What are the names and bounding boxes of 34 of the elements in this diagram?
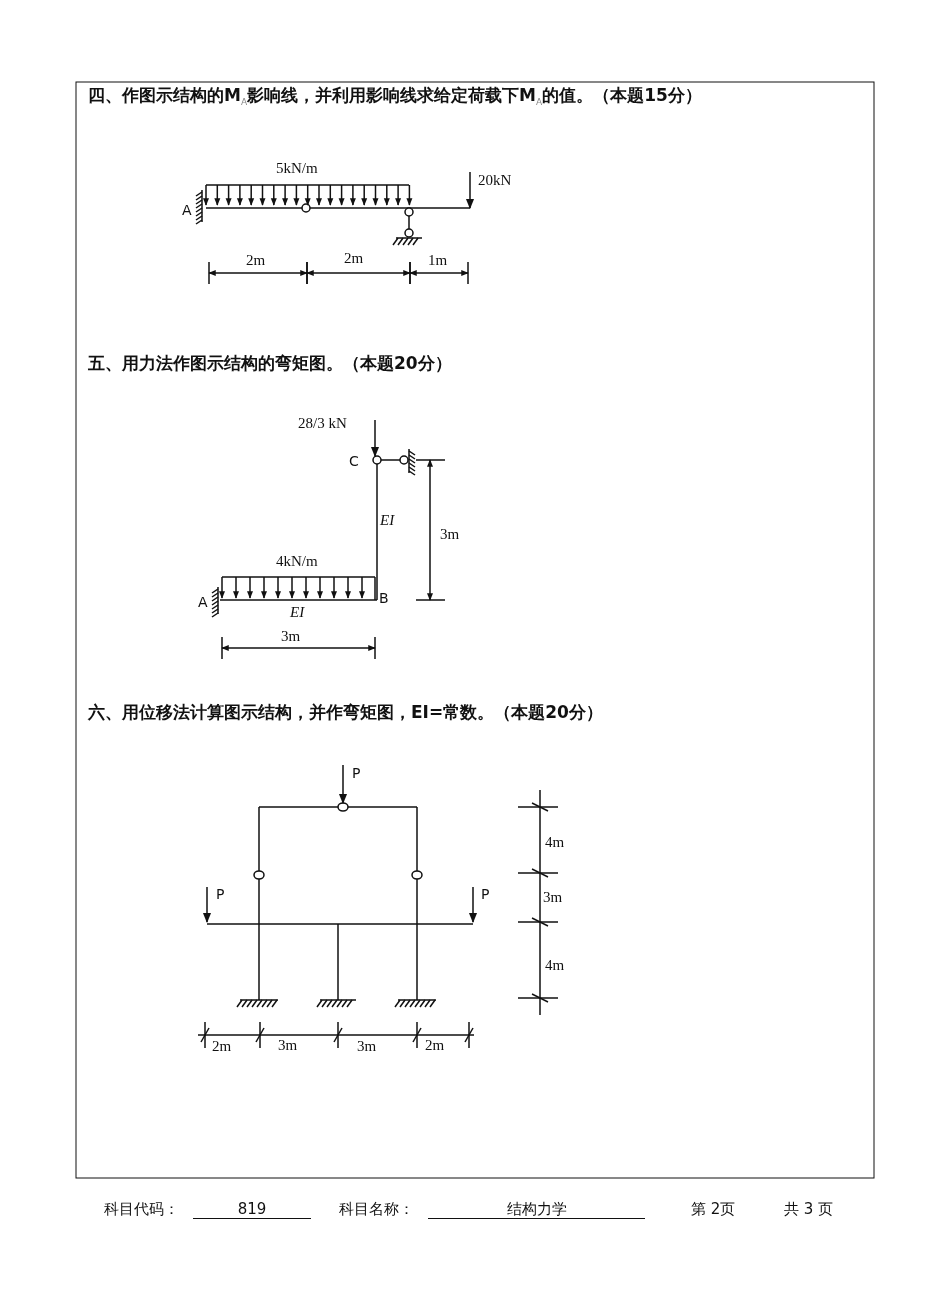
dimension-label: 3m [281,628,301,646]
dimension-label: 2m [246,252,266,270]
point-label: B [379,590,389,607]
point-label: A [198,594,208,611]
page-count: 共 3 页 [784,1201,834,1219]
field-label: 科目名称： [339,1201,414,1219]
load-label: 5kN/m [276,160,318,178]
load-label: 4kN/m [276,553,318,571]
field-label: 科目代码： [104,1201,179,1219]
load-label: 28/3 kN [298,415,347,433]
point-label: A [182,202,192,219]
dimension-label: 3m [357,1038,377,1056]
load-label: 20kN [478,172,512,190]
dimension-label: 4m [545,957,565,975]
fill-in-line: 819 [193,1201,311,1220]
dimension-label: 3m [440,526,460,544]
dimension-label: 3m [543,889,563,907]
dimension-label: 2m [344,250,364,268]
fill-in-line: 结构力学 [428,1201,645,1220]
stiffness-label: EI [290,604,305,622]
stiffness-label: EI [380,512,395,530]
point-label: C [349,453,359,470]
question-text: 四、作图示结构的M$_{A}$影响线，并利用影响线求给定荷载下M$_{A}$的值。（本题15分） [88,86,702,108]
question-text: 六、用位移法计算图示结构，并作弯矩图，EI=常数。（本题20分） [88,703,603,723]
question-text: 五、用力法作图示结构的弯矩图。（本题20分） [88,354,452,374]
dimension-label: 3m [278,1037,298,1055]
dimension-label: 4m [545,834,565,852]
dimension-label: 2m [212,1038,232,1056]
load-label: P [481,886,490,903]
load-label: P [216,886,225,903]
page-number: 第 2页 [691,1201,736,1219]
dimension-label: 1m [428,252,448,270]
dimension-label: 2m [425,1037,445,1055]
load-label: P [352,765,361,782]
